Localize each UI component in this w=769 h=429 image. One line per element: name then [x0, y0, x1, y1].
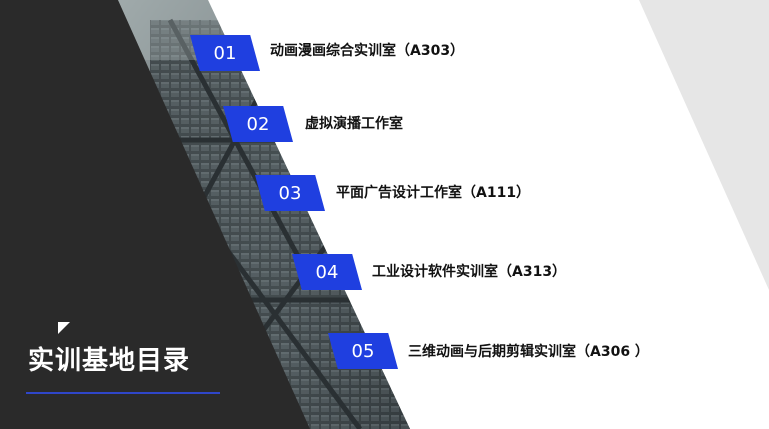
right-gray-wedge: [639, 0, 769, 290]
item-number-badge: 01: [190, 35, 260, 71]
item-label: 动画漫画综合实训室（A303）: [270, 43, 465, 59]
item-label: 工业设计软件实训室（A313）: [372, 264, 567, 280]
item-label: 平面广告设计工作室（A111）: [336, 185, 531, 201]
item-label: 虚拟演播工作室: [305, 116, 403, 132]
item-number-badge: 04: [292, 254, 362, 290]
item-label: 三维动画与后期剪辑实训室（A306 ）: [408, 344, 649, 360]
dark-left-panel: [0, 0, 310, 429]
item-number-badge: 03: [255, 175, 325, 211]
item-number-badge: 02: [223, 106, 293, 142]
corner-marker-icon: [58, 322, 70, 334]
item-number-badge: 05: [328, 333, 398, 369]
page-title: 实训基地目录: [28, 346, 191, 376]
title-underline: [26, 392, 220, 394]
